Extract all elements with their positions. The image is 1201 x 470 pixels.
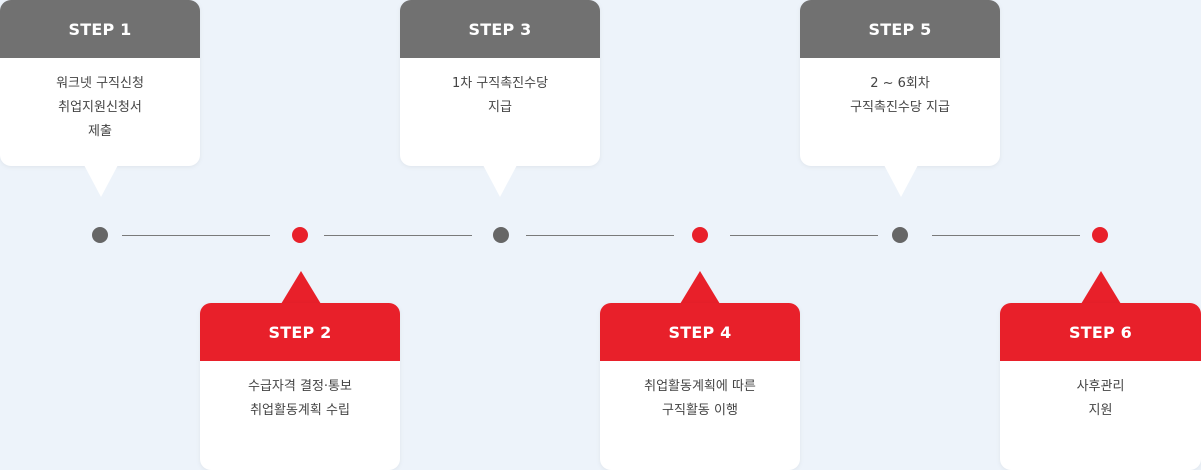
step-2-card: STEP 2 수급자격 결정·통보 취업활동계획 수립 <box>200 303 400 470</box>
step-3-line-1: 1차 구직촉진수당 <box>451 76 549 91</box>
step-3-body: 1차 구직촉진수당 지급 <box>400 58 600 166</box>
step-5-title: STEP 5 <box>800 0 1000 58</box>
step-6-line-2: 지원 <box>1088 403 1113 418</box>
step-6-body: 사후관리 지원 <box>1000 361 1201 470</box>
step-3-title: STEP 3 <box>400 0 600 58</box>
timeline-dot-6 <box>1092 227 1108 243</box>
step-3-pointer <box>483 165 517 197</box>
timeline-dot-1 <box>92 227 108 243</box>
step-4-body: 취업활동계획에 따른 구직활동 이행 <box>600 361 800 470</box>
step-1-card: STEP 1 워크넷 구직신청 취업지원신청서 제출 <box>0 0 200 166</box>
timeline-line-2 <box>324 235 472 236</box>
step-5-body: 2 ~ 6회차 구직촉진수당 지급 <box>800 58 1000 166</box>
timeline-line-1 <box>122 235 270 236</box>
step-2-pointer <box>281 271 321 304</box>
timeline-dot-3 <box>493 227 509 243</box>
step-1-pointer <box>84 165 118 197</box>
timeline-dot-2 <box>292 227 308 243</box>
timeline-line-3 <box>526 235 674 236</box>
step-4-line-1: 취업활동계획에 따른 <box>644 379 756 394</box>
step-2-title: STEP 2 <box>200 303 400 361</box>
step-6-line-1: 사후관리 <box>1076 379 1125 394</box>
step-1-line-2: 취업지원신청서 <box>58 100 142 115</box>
step-5-line-1: 2 ~ 6회차 <box>870 76 930 91</box>
timeline-dot-5 <box>892 227 908 243</box>
timeline-line-4 <box>730 235 878 236</box>
step-1-line-3: 제출 <box>88 124 112 139</box>
step-6-title: STEP 6 <box>1000 303 1201 361</box>
step-4-card: STEP 4 취업활동계획에 따른 구직활동 이행 <box>600 303 800 470</box>
step-4-line-2: 구직활동 이행 <box>662 403 738 418</box>
step-4-pointer <box>680 271 720 304</box>
step-5-pointer <box>884 165 918 197</box>
timeline-dot-4 <box>692 227 708 243</box>
step-1-body: 워크넷 구직신청 취업지원신청서 제출 <box>0 58 200 166</box>
step-1-title: STEP 1 <box>0 0 200 58</box>
timeline-line-5 <box>932 235 1080 236</box>
step-6-pointer <box>1081 271 1121 304</box>
step-4-title: STEP 4 <box>600 303 800 361</box>
step-5-line-2: 구직촉진수당 지급 <box>850 100 950 115</box>
step-2-line-1: 수급자격 결정·통보 <box>248 379 352 394</box>
step-5-card: STEP 5 2 ~ 6회차 구직촉진수당 지급 <box>800 0 1000 166</box>
step-3-line-2: 지급 <box>488 100 512 115</box>
step-2-line-2: 취업활동계획 수립 <box>250 403 350 418</box>
step-2-body: 수급자격 결정·통보 취업활동계획 수립 <box>200 361 400 470</box>
step-3-card: STEP 3 1차 구직촉진수당 지급 <box>400 0 600 166</box>
step-1-line-1: 워크넷 구직신청 <box>56 76 144 91</box>
step-6-card: STEP 6 사후관리 지원 <box>1000 303 1201 470</box>
